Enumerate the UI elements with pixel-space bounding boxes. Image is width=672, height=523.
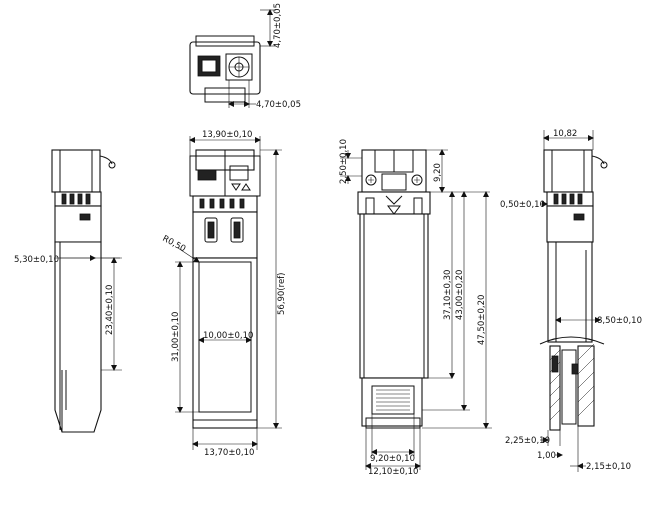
front-view: 13,90±0,10 R0,50 10,00±0,10 31,00±0,10 5… (161, 130, 287, 458)
left-side-view: 5,30±0,10 23,40±0,10 (14, 149, 122, 433)
dim-left-offset: 5,30±0,10 (14, 255, 59, 265)
dim-front-bottom-width: 13,70±0,10 (204, 448, 254, 458)
dim-side-section: 8,50±0,10 (597, 316, 642, 326)
dim-back-h2: 43,00±0,20 (455, 270, 465, 320)
dim-back-top: 9,20 (433, 163, 443, 182)
dim-back-h3: 47,50±0,20 (477, 295, 487, 345)
dim-front-width: 13,90±0,10 (202, 130, 252, 140)
dim-front-inner-width: 10,00±0,10 (203, 331, 253, 341)
dim-left-height: 23,40±0,10 (105, 285, 115, 335)
right-side-view: 10,82 0,50±0,10 8,50±0,10 2,25±0,10 1,00… (500, 129, 642, 472)
dim-top-height: 4,70±0,05 (273, 3, 283, 48)
dim-side-b1: 2,25±0,10 (505, 436, 550, 446)
dim-back-small: 2,50±0,10 (339, 139, 349, 184)
dim-back-w2: 12,10±0,10 (368, 467, 418, 477)
dim-front-ref-length: 56,90(ref) (277, 273, 287, 316)
dim-front-window-height: 31,00±0,10 (171, 312, 181, 362)
dim-side-width: 10,82 (553, 129, 577, 139)
dim-back-h1: 37,10±0,30 (443, 270, 453, 320)
dim-side-b3: 2,15±0,10 (586, 462, 631, 472)
back-view: 2,50±0,10 9,20 37,10±0,30 43,00±0,20 47,… (339, 139, 492, 477)
dim-top-width: 4,70±0,05 (256, 100, 301, 110)
dim-side-tab: 0,50±0,10 (500, 200, 545, 210)
dim-back-w1: 9,20±0,10 (370, 454, 415, 464)
dim-side-b2: 1,00 (537, 451, 556, 461)
top-view: 4,70±0,05 4,70±0,05 (189, 3, 301, 110)
